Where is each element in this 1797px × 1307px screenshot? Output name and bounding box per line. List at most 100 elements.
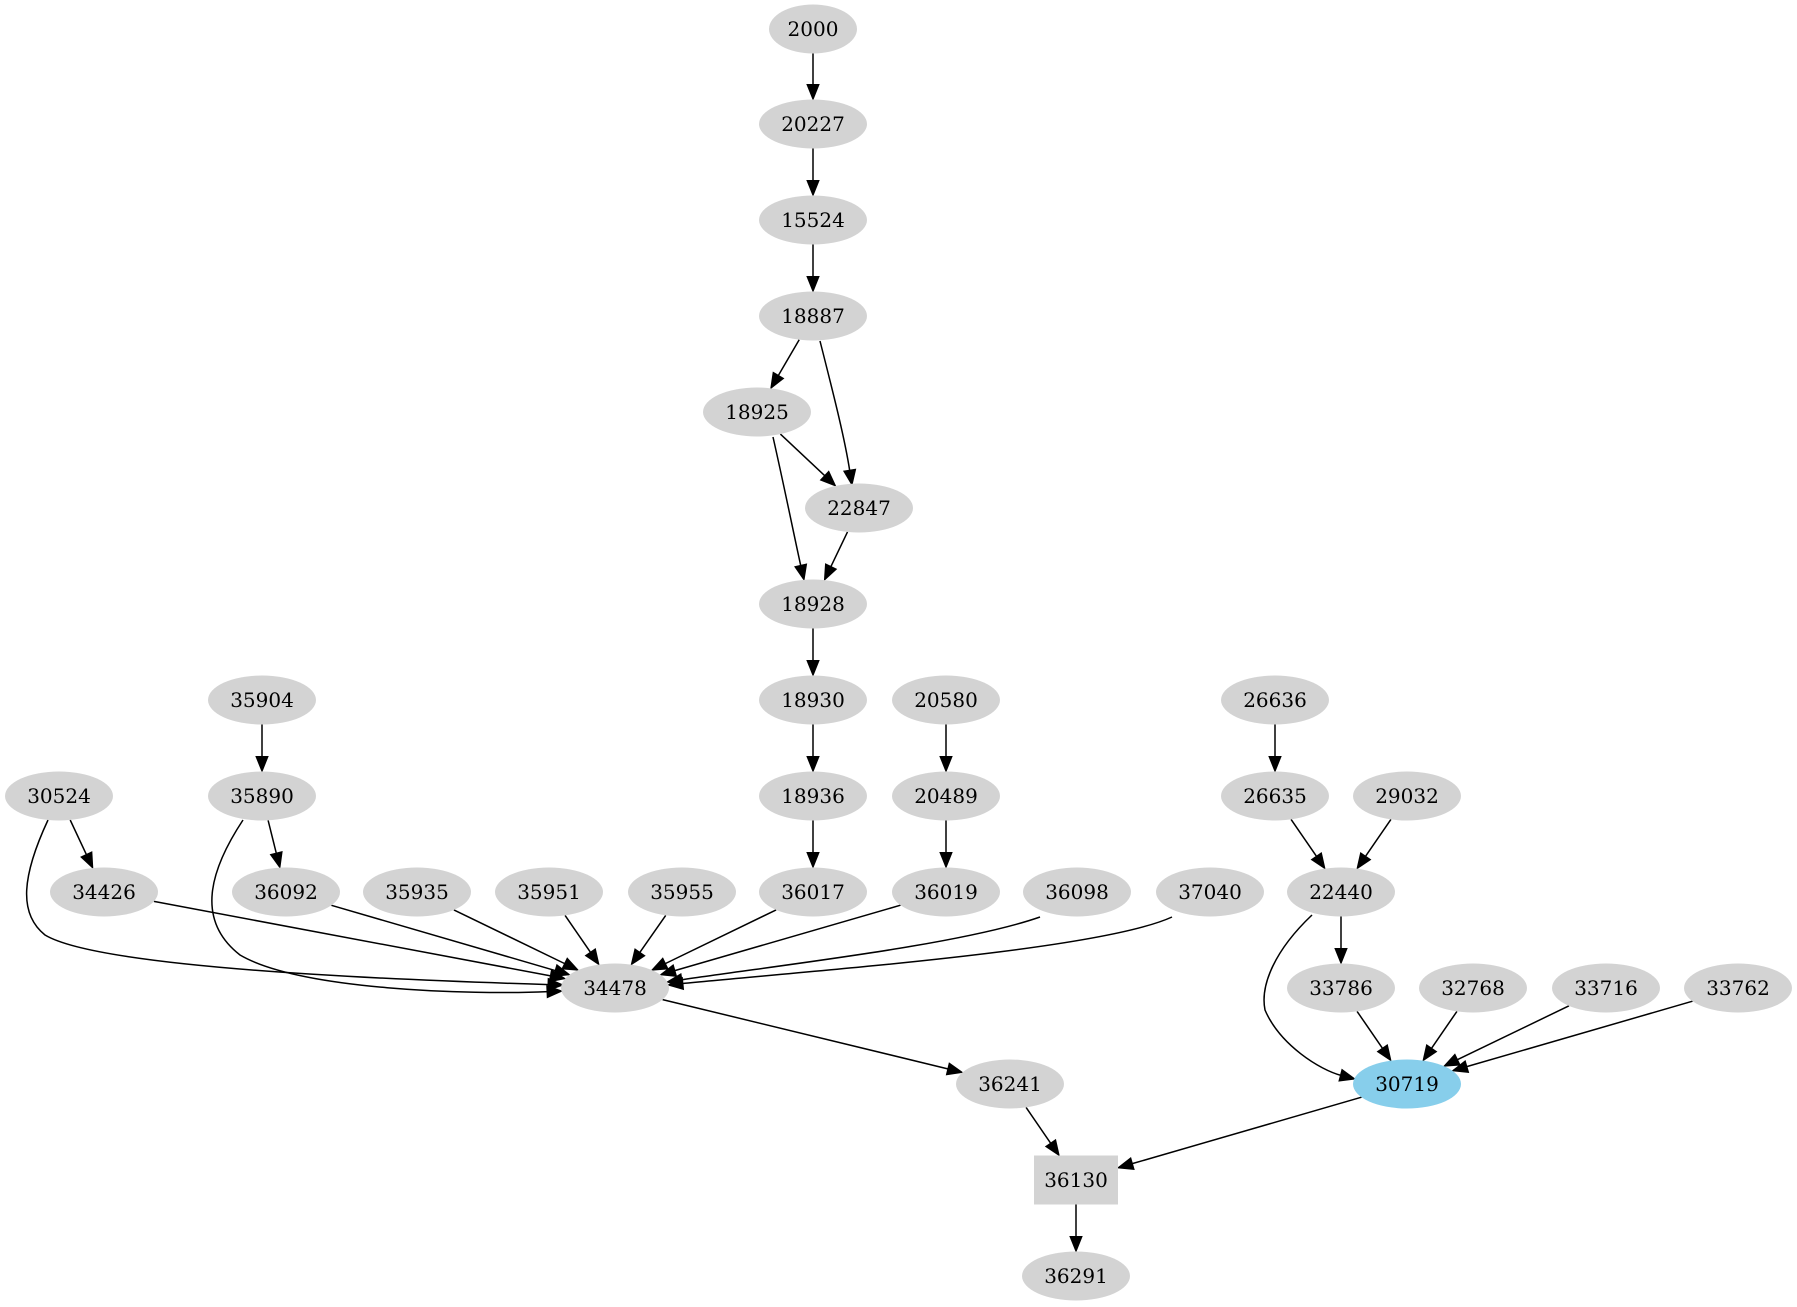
node-ellipse[interactable] bbox=[759, 291, 867, 341]
edge-20489-to-36019 bbox=[939, 820, 953, 869]
node-35904[interactable]: 35904 bbox=[208, 675, 316, 725]
node-ellipse[interactable] bbox=[50, 867, 158, 917]
node-30719[interactable]: 30719 bbox=[1353, 1059, 1461, 1109]
node-30524[interactable]: 30524 bbox=[5, 771, 113, 821]
node-18928[interactable]: 18928 bbox=[759, 579, 867, 629]
node-label: 18930 bbox=[781, 688, 845, 712]
node-20489[interactable]: 20489 bbox=[892, 771, 1000, 821]
node-34478[interactable]: 34478 bbox=[561, 963, 669, 1013]
node-ellipse[interactable] bbox=[232, 867, 340, 917]
node-ellipse[interactable] bbox=[759, 675, 867, 725]
node-label: 2000 bbox=[788, 17, 839, 41]
node-ellipse[interactable] bbox=[759, 771, 867, 821]
node-ellipse[interactable] bbox=[759, 195, 867, 245]
node-ellipse[interactable] bbox=[956, 1059, 1064, 1109]
node-29032[interactable]: 29032 bbox=[1353, 771, 1461, 821]
node-label: 20489 bbox=[914, 784, 978, 808]
arrowhead-icon bbox=[552, 963, 571, 977]
node-35890[interactable]: 35890 bbox=[208, 771, 316, 821]
node-ellipse[interactable] bbox=[495, 867, 603, 917]
node-ellipse[interactable] bbox=[561, 963, 669, 1013]
edge-18925-to-22847 bbox=[779, 433, 837, 487]
node-18887[interactable]: 18887 bbox=[759, 291, 867, 341]
arrowhead-icon bbox=[770, 371, 785, 390]
node-2000[interactable]: 2000 bbox=[769, 4, 857, 54]
node-ellipse[interactable] bbox=[628, 867, 736, 917]
node-36291[interactable]: 36291 bbox=[1022, 1251, 1130, 1301]
node-36092[interactable]: 36092 bbox=[232, 867, 340, 917]
node-36130[interactable]: 36130 bbox=[1034, 1155, 1118, 1205]
node-22847[interactable]: 22847 bbox=[805, 483, 913, 533]
node-ellipse[interactable] bbox=[1023, 867, 1131, 917]
node-37040[interactable]: 37040 bbox=[1156, 867, 1264, 917]
node-22440[interactable]: 22440 bbox=[1287, 867, 1395, 917]
node-ellipse[interactable] bbox=[892, 867, 1000, 917]
node-18936[interactable]: 18936 bbox=[759, 771, 867, 821]
node-ellipse[interactable] bbox=[1552, 963, 1660, 1013]
node-32768[interactable]: 32768 bbox=[1419, 963, 1527, 1013]
node-ellipse[interactable] bbox=[1221, 771, 1329, 821]
node-ellipse[interactable] bbox=[208, 675, 316, 725]
node-36098[interactable]: 36098 bbox=[1023, 867, 1131, 917]
node-ellipse[interactable] bbox=[759, 99, 867, 149]
edge-line bbox=[664, 909, 777, 965]
node-ellipse[interactable] bbox=[759, 867, 867, 917]
node-ellipse[interactable] bbox=[1022, 1251, 1130, 1301]
edge-34478-to-36241 bbox=[662, 998, 964, 1076]
node-ellipse[interactable] bbox=[1156, 867, 1264, 917]
edge-26636-to-26635 bbox=[1268, 724, 1282, 773]
node-box[interactable] bbox=[1034, 1155, 1118, 1205]
node-33716[interactable]: 33716 bbox=[1552, 963, 1660, 1013]
edge-32768-to-30719 bbox=[1422, 1010, 1458, 1062]
edge-18887-to-18925 bbox=[770, 339, 800, 390]
node-20580[interactable]: 20580 bbox=[892, 675, 1000, 725]
node-15524[interactable]: 15524 bbox=[759, 195, 867, 245]
node-26635[interactable]: 26635 bbox=[1221, 771, 1329, 821]
node-35955[interactable]: 35955 bbox=[628, 867, 736, 917]
edge-29032-to-22440 bbox=[1356, 818, 1392, 870]
arrowhead-icon bbox=[1044, 1138, 1060, 1157]
node-36019[interactable]: 36019 bbox=[892, 867, 1000, 917]
node-35935[interactable]: 35935 bbox=[363, 867, 471, 917]
arrowhead-icon bbox=[806, 660, 820, 677]
node-ellipse[interactable] bbox=[805, 483, 913, 533]
node-33786[interactable]: 33786 bbox=[1287, 963, 1395, 1013]
node-ellipse[interactable] bbox=[1353, 1059, 1461, 1109]
node-18930[interactable]: 18930 bbox=[759, 675, 867, 725]
node-ellipse[interactable] bbox=[208, 771, 316, 821]
node-ellipse[interactable] bbox=[892, 675, 1000, 725]
node-33762[interactable]: 33762 bbox=[1684, 963, 1792, 1013]
node-ellipse[interactable] bbox=[5, 771, 113, 821]
node-ellipse[interactable] bbox=[703, 387, 811, 437]
node-18925[interactable]: 18925 bbox=[703, 387, 811, 437]
arrowhead-icon bbox=[1422, 1044, 1438, 1062]
node-35951[interactable]: 35951 bbox=[495, 867, 603, 917]
node-34426[interactable]: 34426 bbox=[50, 867, 158, 917]
node-ellipse[interactable] bbox=[892, 771, 1000, 821]
node-ellipse[interactable] bbox=[1287, 963, 1395, 1013]
node-label: 15524 bbox=[781, 208, 845, 232]
arrowhead-icon bbox=[1442, 1053, 1461, 1067]
edges-layer bbox=[25, 53, 1693, 1253]
arrowhead-icon bbox=[659, 964, 678, 977]
node-ellipse[interactable] bbox=[1684, 963, 1792, 1013]
node-ellipse[interactable] bbox=[769, 4, 857, 54]
edge-line bbox=[681, 916, 1173, 985]
node-ellipse[interactable] bbox=[759, 579, 867, 629]
node-ellipse[interactable] bbox=[1287, 867, 1395, 917]
node-26636[interactable]: 26636 bbox=[1221, 675, 1329, 725]
arrowhead-icon bbox=[255, 756, 269, 773]
node-20227[interactable]: 20227 bbox=[759, 99, 867, 149]
node-ellipse[interactable] bbox=[1221, 675, 1329, 725]
node-label: 35935 bbox=[385, 880, 449, 904]
node-36017[interactable]: 36017 bbox=[759, 867, 867, 917]
edge-line bbox=[211, 819, 549, 994]
node-ellipse[interactable] bbox=[1353, 771, 1461, 821]
node-ellipse[interactable] bbox=[1419, 963, 1527, 1013]
edge-22440-to-30719 bbox=[1263, 914, 1357, 1082]
node-ellipse[interactable] bbox=[363, 867, 471, 917]
node-label: 30524 bbox=[27, 784, 91, 808]
node-36241[interactable]: 36241 bbox=[956, 1059, 1064, 1109]
edge-line bbox=[25, 819, 550, 986]
edge-35904-to-35890 bbox=[255, 724, 269, 773]
